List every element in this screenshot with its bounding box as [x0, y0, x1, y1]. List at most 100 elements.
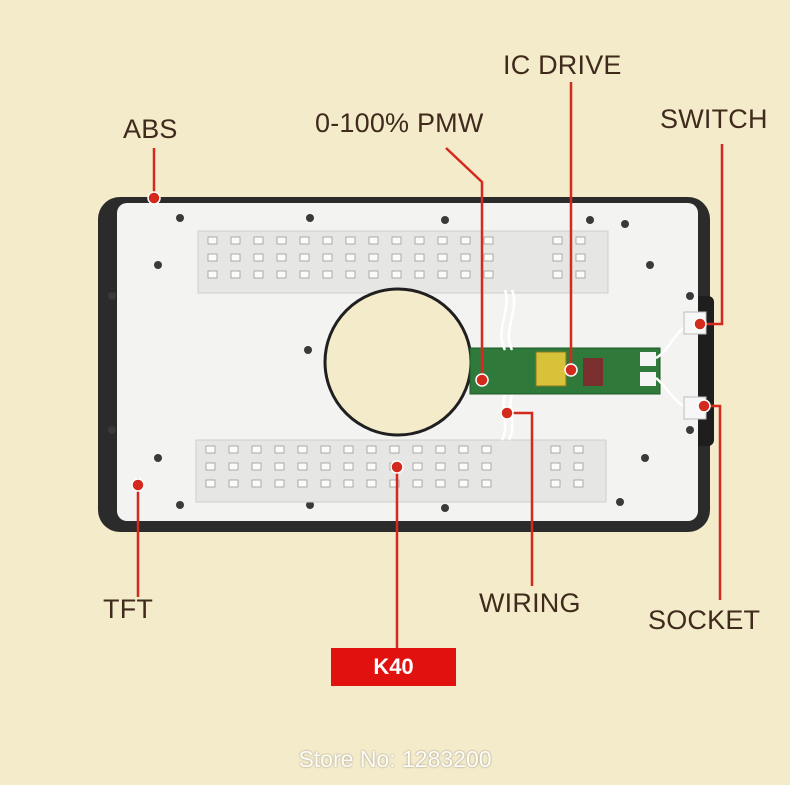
led-chip	[458, 479, 469, 488]
led-chip	[228, 445, 239, 454]
led-chip	[435, 462, 446, 471]
label-abs: ABS	[123, 114, 178, 144]
led-chip	[573, 462, 584, 471]
led-chip	[391, 236, 402, 245]
led-chip	[483, 253, 494, 262]
led-chip	[573, 445, 584, 454]
led-chip	[550, 462, 561, 471]
led-chip	[481, 445, 492, 454]
led-chip	[228, 462, 239, 471]
led-chip	[343, 479, 354, 488]
led-chip	[299, 270, 310, 279]
led-chip	[322, 236, 333, 245]
led-chip	[320, 462, 331, 471]
led-chip	[297, 479, 308, 488]
led-chip	[389, 445, 400, 454]
led-chip	[550, 479, 561, 488]
led-chip	[435, 479, 446, 488]
led-chip	[437, 270, 448, 279]
led-chip	[297, 445, 308, 454]
label-wiring: WIRING	[479, 588, 581, 618]
led-chip	[320, 445, 331, 454]
led-chip	[368, 270, 379, 279]
led-chip	[251, 445, 262, 454]
led-chip	[437, 253, 448, 262]
callout-dots	[131, 191, 711, 492]
led-chip	[276, 270, 287, 279]
led-chip	[274, 479, 285, 488]
led-chip	[391, 270, 402, 279]
led-chip	[205, 445, 216, 454]
mounting-screws	[108, 214, 694, 512]
led-chip	[251, 479, 262, 488]
led-chip	[391, 253, 402, 262]
led-chip	[230, 236, 241, 245]
led-chip	[412, 445, 423, 454]
led-chip	[366, 445, 377, 454]
led-chip	[297, 462, 308, 471]
led-chip	[437, 236, 448, 245]
led-chip	[460, 236, 471, 245]
store-watermark: Store No: 1283200	[298, 746, 492, 772]
led-chip	[460, 253, 471, 262]
led-chip	[368, 236, 379, 245]
label-ic-drive: IC DRIVE	[503, 50, 622, 80]
led-strip-top	[197, 230, 609, 294]
led-chip	[253, 270, 264, 279]
label-socket: SOCKET	[648, 605, 761, 635]
led-chip	[481, 462, 492, 471]
led-chip	[230, 253, 241, 262]
led-chip	[345, 253, 356, 262]
pcb-connector-1	[640, 352, 656, 366]
led-chip	[435, 445, 446, 454]
pcb-connector-2	[640, 372, 656, 386]
led-chip	[276, 253, 287, 262]
led-chip	[253, 253, 264, 262]
led-chip	[575, 236, 586, 245]
led-chip	[414, 253, 425, 262]
led-chip	[251, 462, 262, 471]
model-badge: K40	[331, 648, 456, 686]
label-tft: TFT	[103, 594, 154, 624]
led-chip	[320, 479, 331, 488]
led-chips-bottom	[205, 445, 584, 488]
led-chip	[458, 462, 469, 471]
led-chip	[575, 270, 586, 279]
led-chip	[483, 270, 494, 279]
led-chip	[343, 445, 354, 454]
label-pmw: 0-100% PMW	[315, 108, 484, 138]
led-chip	[414, 236, 425, 245]
led-chip	[299, 236, 310, 245]
led-chip	[575, 253, 586, 262]
led-chip	[207, 270, 218, 279]
chip	[583, 358, 603, 386]
led-chip	[345, 236, 356, 245]
led-chip	[552, 253, 563, 262]
led-chip	[552, 236, 563, 245]
center-hole	[323, 287, 473, 437]
led-chip	[230, 270, 241, 279]
led-chip	[412, 479, 423, 488]
led-chip	[276, 236, 287, 245]
led-chip	[368, 253, 379, 262]
led-chip	[389, 479, 400, 488]
led-chip	[207, 236, 218, 245]
led-chip	[228, 479, 239, 488]
callout-lines	[136, 82, 724, 648]
led-chip	[366, 462, 377, 471]
led-chip	[552, 270, 563, 279]
led-chip	[205, 479, 216, 488]
led-chip	[274, 445, 285, 454]
led-chip	[205, 462, 216, 471]
led-chip	[414, 270, 425, 279]
led-chips-top	[207, 236, 586, 279]
transformer	[535, 351, 567, 387]
led-chip	[322, 270, 333, 279]
led-chip	[458, 445, 469, 454]
led-chip	[460, 270, 471, 279]
led-chip	[481, 479, 492, 488]
led-chip	[573, 479, 584, 488]
led-chip	[322, 253, 333, 262]
led-chip	[274, 462, 285, 471]
